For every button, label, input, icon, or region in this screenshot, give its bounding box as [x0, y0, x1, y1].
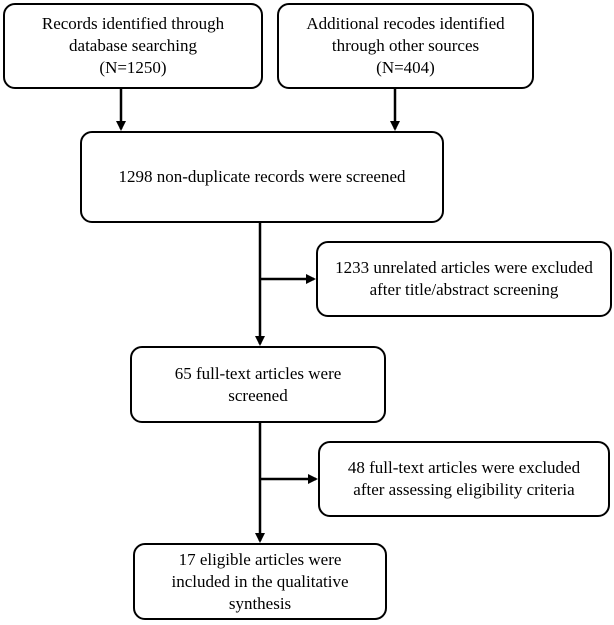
screened-records-text: 1298 non-duplicate records were screened [118, 167, 406, 186]
fulltext-line-2: screened [228, 385, 288, 405]
excluded-eligibility-box: 48 full-text articles were excluded afte… [318, 441, 610, 517]
included-line-1: 17 eligible articles were [178, 549, 342, 569]
included-line-3: synthesis [228, 593, 292, 613]
records-other-count: (N=404) [376, 58, 435, 77]
fulltext-screened-box: 65 full-text articles were screened [130, 346, 386, 423]
excluded-title-abstract-box: 1233 unrelated articles were excluded af… [316, 241, 612, 317]
included-synthesis-box: 17 eligible articles were included in th… [133, 543, 387, 620]
fulltext-line-1: 65 full-text articles were [174, 363, 342, 383]
excluded-eligibility-line-1: 48 full-text articles were excluded [347, 458, 581, 477]
records-database-line-1: Records identified through [41, 14, 225, 33]
records-database-count: (N=1250) [99, 58, 167, 77]
screened-records-box: 1298 non-duplicate records were screened [80, 131, 444, 223]
records-other-line-1: Additional recodes identified [306, 14, 505, 33]
excluded-title-line-1: 1233 unrelated articles were excluded [335, 258, 593, 277]
records-database-box: Records identified through database sear… [3, 3, 263, 89]
records-database-line-2: database searching [69, 36, 197, 55]
excluded-eligibility-line-2: after assessing eligibility criteria [353, 480, 575, 499]
included-line-2: included in the qualitative [171, 571, 349, 591]
excluded-title-line-2: after title/abstract screening [369, 280, 559, 299]
records-other-line-2: through other sources [331, 36, 480, 55]
records-other-sources-box: Additional recodes identified through ot… [277, 3, 534, 89]
